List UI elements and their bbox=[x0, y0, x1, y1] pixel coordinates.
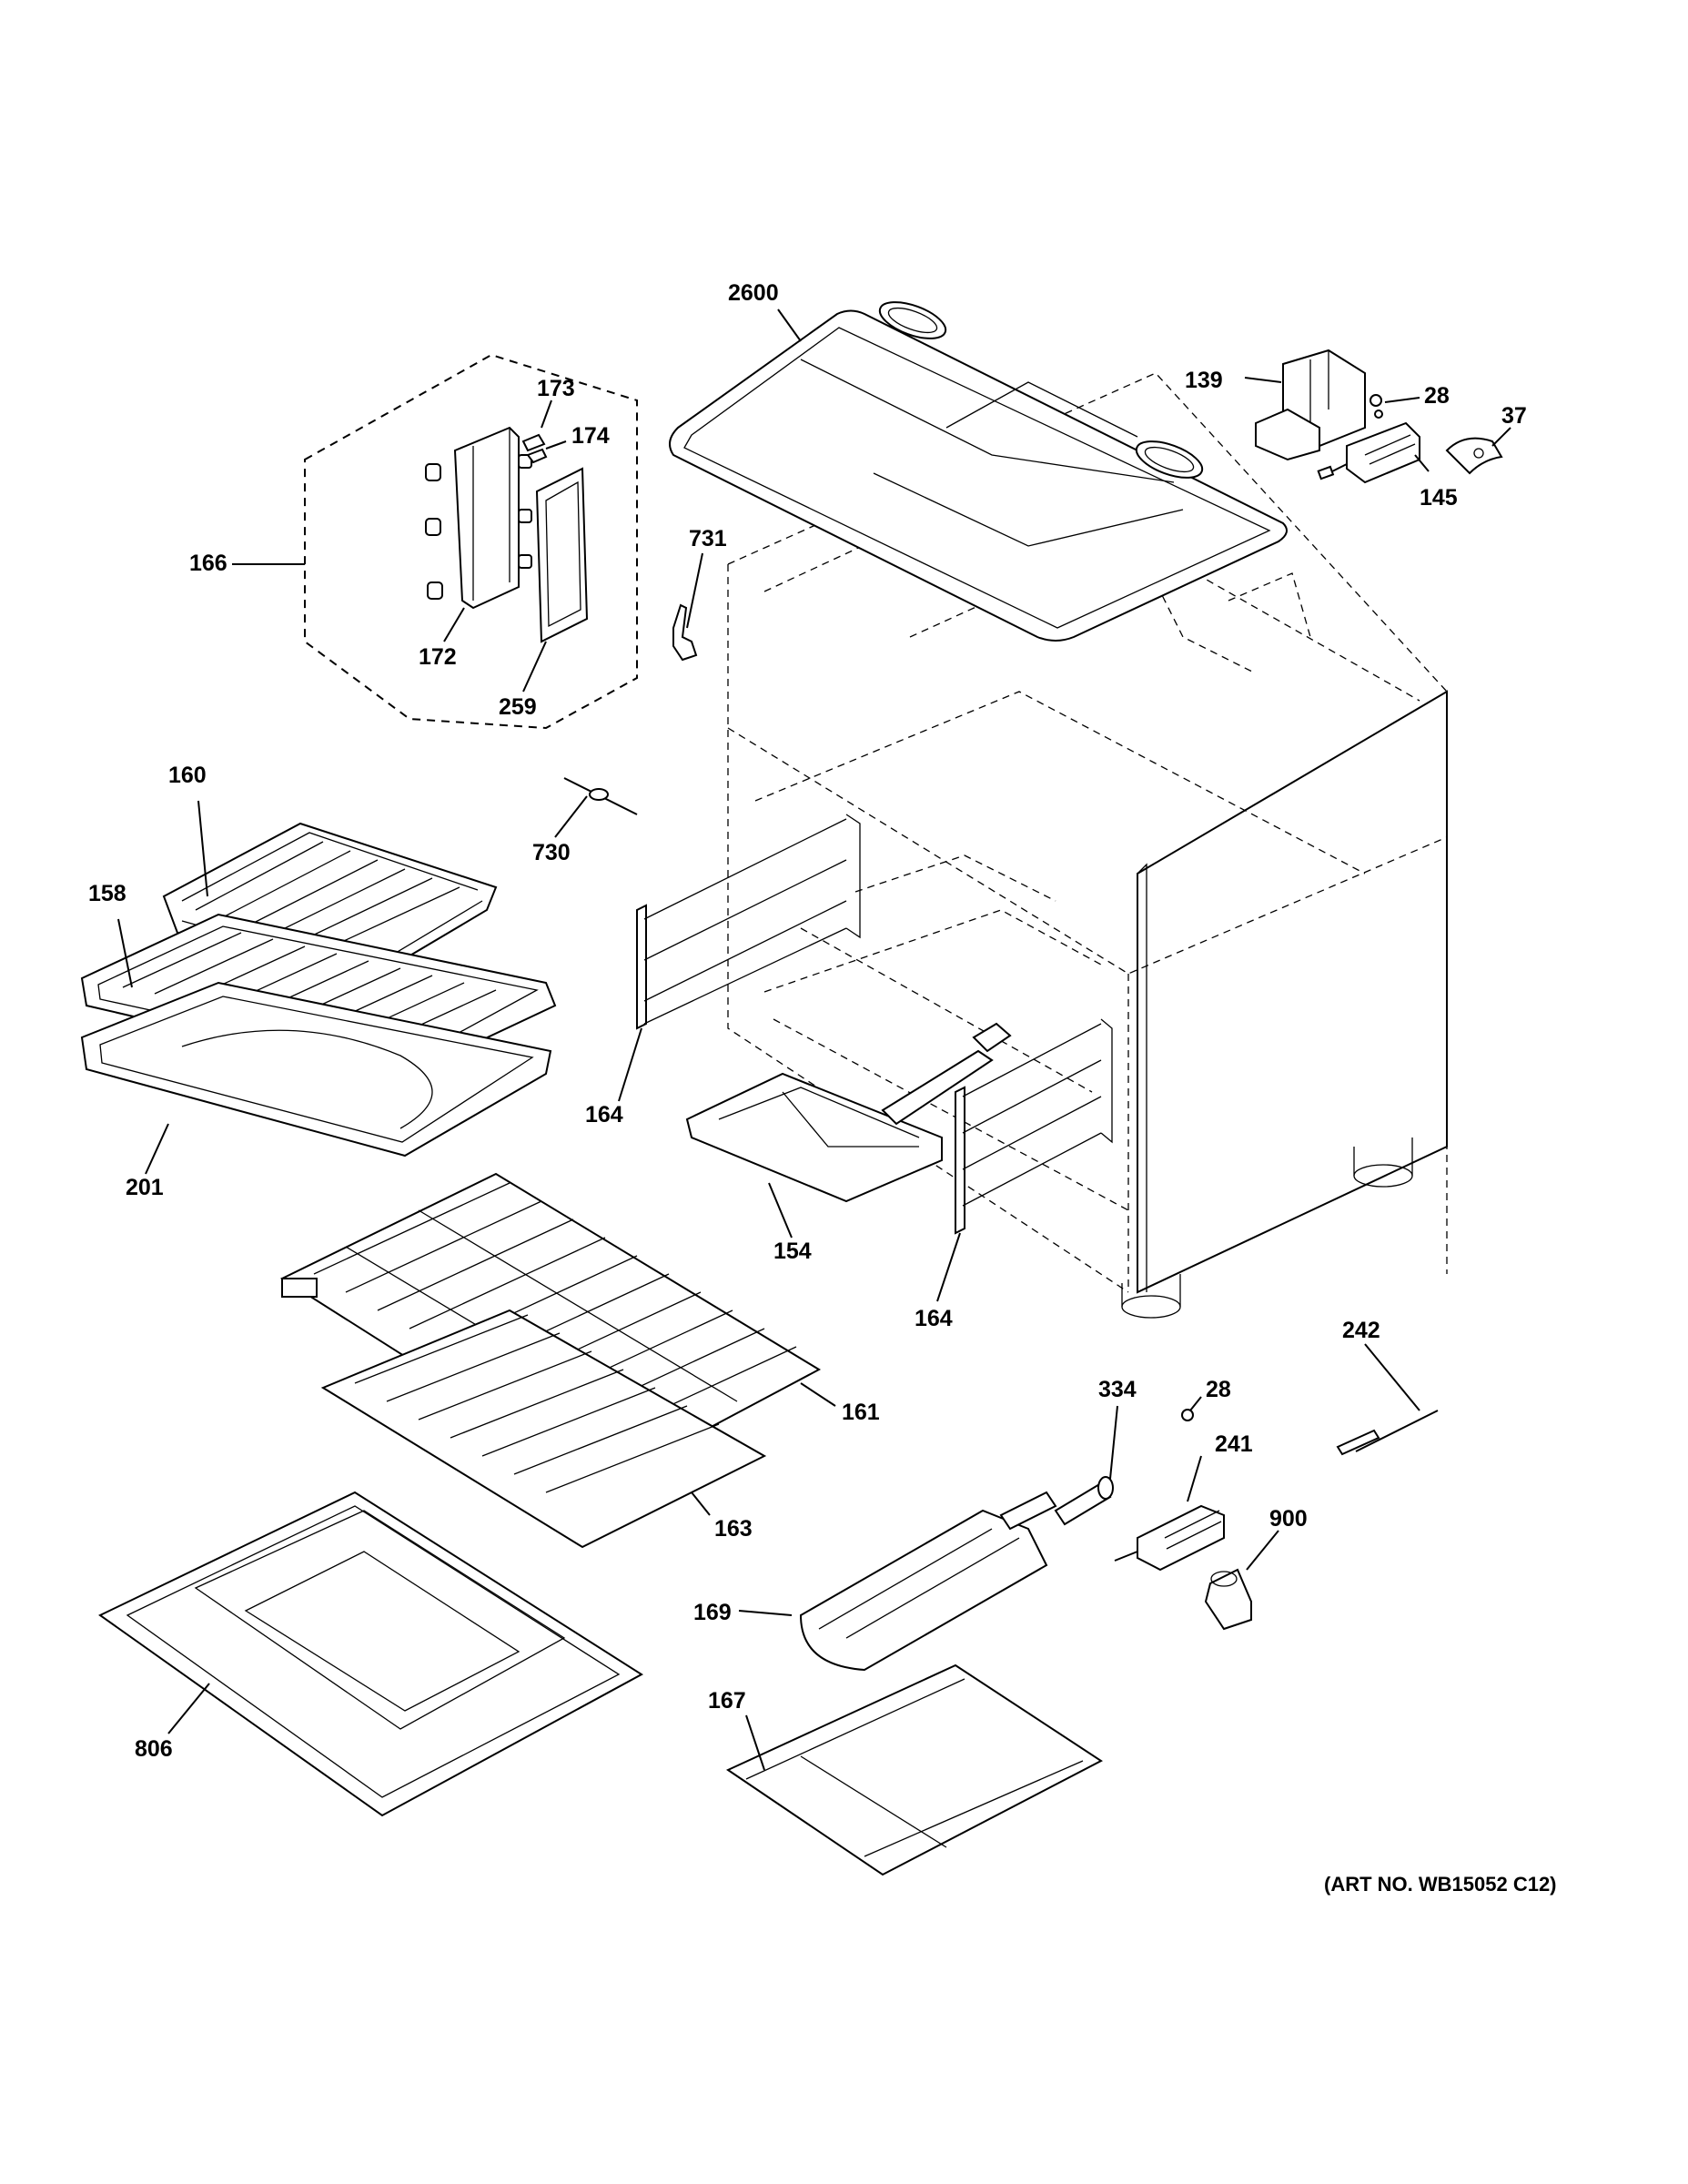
leader-lines bbox=[117, 308, 1511, 1771]
callout-167: 167 bbox=[708, 1688, 746, 1714]
orifice-part bbox=[1054, 1476, 1114, 1526]
burner-baffle-part bbox=[725, 1663, 1103, 1876]
callout-28-bottom: 28 bbox=[1206, 1377, 1231, 1402]
switch-housing-part bbox=[425, 426, 532, 610]
elbow-fitting-part bbox=[1204, 1568, 1252, 1631]
callout-163: 163 bbox=[714, 1516, 753, 1542]
bake-burner-part bbox=[799, 1491, 1057, 1672]
kit-boundary bbox=[304, 353, 638, 730]
callout-164-right: 164 bbox=[915, 1306, 953, 1331]
callout-730: 730 bbox=[532, 840, 571, 865]
callout-731: 731 bbox=[689, 526, 727, 551]
callout-241: 241 bbox=[1215, 1431, 1253, 1457]
oven-rack-part bbox=[320, 1309, 767, 1549]
callout-139: 139 bbox=[1185, 368, 1223, 393]
light-socket-part bbox=[672, 603, 698, 662]
rack-support-right-part bbox=[955, 1018, 1113, 1235]
switch-connector-part bbox=[521, 433, 548, 464]
top-cover-part bbox=[669, 301, 1288, 642]
callout-154: 154 bbox=[773, 1239, 812, 1264]
callout-172: 172 bbox=[419, 644, 457, 670]
callout-900: 900 bbox=[1269, 1506, 1308, 1532]
callout-158: 158 bbox=[88, 881, 126, 906]
switch-cover-part bbox=[535, 467, 589, 643]
callout-166: 166 bbox=[189, 551, 227, 576]
callout-28-top: 28 bbox=[1424, 383, 1450, 409]
callout-201: 201 bbox=[126, 1175, 164, 1200]
broil-pan-part bbox=[80, 981, 552, 1158]
callout-174: 174 bbox=[571, 423, 610, 449]
callout-145: 145 bbox=[1420, 485, 1458, 511]
screw-part-2 bbox=[1181, 1409, 1194, 1421]
broil-burner-part bbox=[685, 1022, 1012, 1203]
callout-259: 259 bbox=[499, 694, 537, 720]
callout-169: 169 bbox=[693, 1600, 732, 1625]
callout-160: 160 bbox=[168, 763, 207, 788]
igniter-bracket-part bbox=[1255, 349, 1366, 461]
callout-161: 161 bbox=[842, 1400, 880, 1425]
bottom-panel-part bbox=[98, 1491, 643, 1817]
callout-labels: 2600 139 28 37 145 173 174 166 172 259 7… bbox=[88, 280, 1557, 1896]
rack-support-left-part bbox=[636, 814, 861, 1030]
callout-242: 242 bbox=[1342, 1318, 1380, 1343]
bake-igniter-part bbox=[1114, 1504, 1225, 1572]
sensor-part bbox=[563, 777, 638, 815]
callout-2600: 2600 bbox=[728, 280, 779, 306]
art-number: (ART NO. WB15052 C12) bbox=[1324, 1873, 1557, 1896]
screw-part bbox=[1370, 394, 1383, 419]
callout-37: 37 bbox=[1501, 403, 1527, 429]
thermostat-sensor-part bbox=[1336, 1410, 1439, 1456]
callout-173: 173 bbox=[537, 376, 575, 401]
callout-806: 806 bbox=[135, 1736, 173, 1762]
callout-164-left: 164 bbox=[585, 1102, 623, 1127]
igniter-part bbox=[1317, 421, 1420, 484]
clip-part bbox=[1445, 437, 1503, 475]
callout-334: 334 bbox=[1098, 1377, 1137, 1402]
oven-cabinet bbox=[727, 372, 1448, 1319]
